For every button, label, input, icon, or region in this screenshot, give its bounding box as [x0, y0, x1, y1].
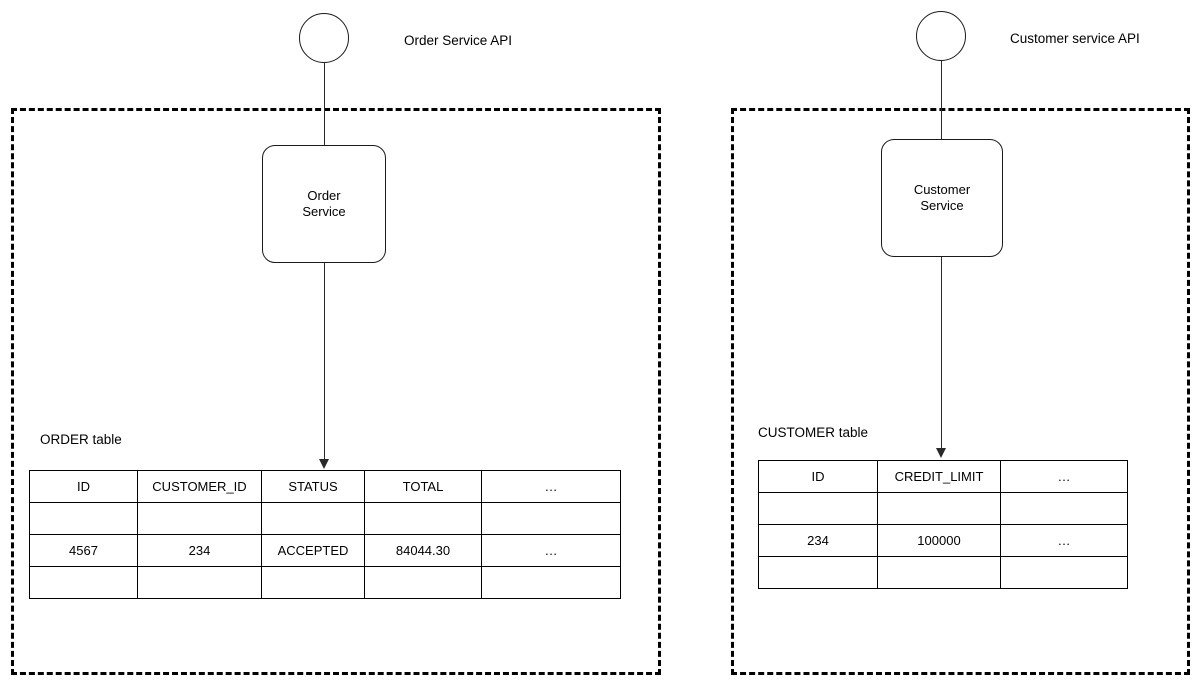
order-cell-r1-c2: ACCEPTED: [261, 534, 365, 567]
table-row: [758, 556, 1128, 589]
order-cell-r0-c4: [481, 502, 621, 535]
order-service-boundary: [11, 108, 661, 675]
order-service-box-line-2: Service: [302, 204, 346, 219]
customer-cell-r2-c2: [1000, 556, 1128, 589]
customer-service-to-table-arrow-line: [940, 257, 942, 449]
customer-service-api-icon: [916, 11, 966, 61]
order-cell-r0-c2: [261, 502, 365, 535]
customer-service-to-table-arrow-head: [936, 448, 947, 458]
order-cell-r1-c1: 234: [137, 534, 262, 567]
order-service-api-label: Order Service API: [404, 33, 513, 48]
order-cell-r0-c0: [29, 502, 138, 535]
customer-cell-r0-c0: [758, 492, 878, 525]
customer-service-boundary: [731, 108, 1190, 675]
customer-cell-r1-c1: 100000: [877, 524, 1001, 557]
order-service-api-stem: [323, 63, 326, 145]
customer-cell-r2-c1: [877, 556, 1001, 589]
customer-cell-r0-c2: [1000, 492, 1128, 525]
customer-service-api-label: Customer service API: [1010, 31, 1140, 46]
order-service-api-icon: [299, 13, 349, 63]
table-row: 234 100000 …: [758, 524, 1128, 557]
order-cell-r1-c4: …: [481, 534, 621, 567]
order-col-header-status: STATUS: [261, 470, 365, 503]
customer-cell-r0-c1: [877, 492, 1001, 525]
table-header-row: ID CREDIT_LIMIT …: [758, 460, 1128, 493]
customer-service-box-line-1: Customer: [913, 182, 971, 197]
table-row: [29, 566, 621, 599]
order-cell-r2-c2: [261, 566, 365, 599]
order-service-box[interactable]: Order Service: [262, 145, 386, 263]
order-col-header-customer-id: CUSTOMER_ID: [137, 470, 262, 503]
order-cell-r0-c1: [137, 502, 262, 535]
order-col-header-ellipsis: …: [481, 470, 621, 503]
customer-col-header-credit-limit: CREDIT_LIMIT: [877, 460, 1001, 493]
order-service-to-table-arrow-line: [323, 263, 325, 460]
table-row: [29, 502, 621, 535]
order-table-caption: ORDER table: [40, 432, 122, 447]
order-cell-r2-c0: [29, 566, 138, 599]
order-cell-r2-c1: [137, 566, 262, 599]
table-header-row: ID CUSTOMER_ID STATUS TOTAL …: [29, 470, 621, 503]
customer-service-box-line-2: Service: [920, 198, 964, 213]
order-service-box-line-1: Order: [307, 188, 341, 203]
table-row: 4567 234 ACCEPTED 84044.30 …: [29, 534, 621, 567]
order-service-to-table-arrow-head: [319, 459, 330, 469]
customer-service-box[interactable]: Customer Service: [881, 139, 1003, 257]
order-cell-r1-c3: 84044.30: [364, 534, 482, 567]
customer-table: ID CREDIT_LIMIT … 234 100000 …: [758, 460, 1128, 589]
customer-cell-r1-c0: 234: [758, 524, 878, 557]
order-cell-r2-c4: [481, 566, 621, 599]
order-cell-r2-c3: [364, 566, 482, 599]
order-table: ID CUSTOMER_ID STATUS TOTAL … 4567 234 A…: [29, 470, 621, 599]
customer-service-api-stem: [940, 61, 943, 139]
customer-col-header-id: ID: [758, 460, 878, 493]
customer-cell-r2-c0: [758, 556, 878, 589]
table-row: [758, 492, 1128, 525]
customer-col-header-ellipsis: …: [1000, 460, 1128, 493]
order-col-header-total: TOTAL: [364, 470, 482, 503]
customer-cell-r1-c2: …: [1000, 524, 1128, 557]
customer-table-caption: CUSTOMER table: [758, 425, 869, 440]
order-cell-r0-c3: [364, 502, 482, 535]
order-cell-r1-c0: 4567: [29, 534, 138, 567]
order-col-header-id: ID: [29, 470, 138, 503]
